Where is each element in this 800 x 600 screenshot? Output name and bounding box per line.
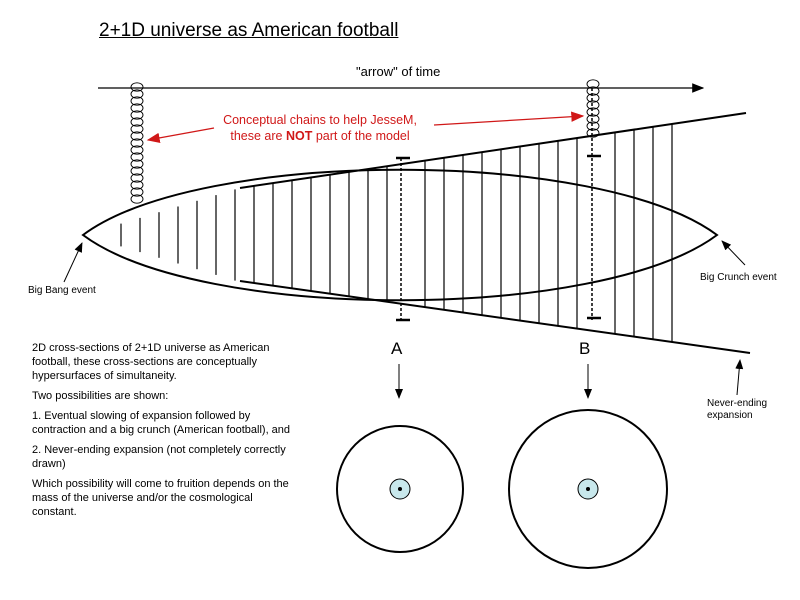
chains-arrow-right <box>433 111 585 126</box>
chain-link <box>130 173 144 183</box>
cross-section-a-circle <box>336 425 464 553</box>
big-crunch-label: Big Crunch event <box>700 272 777 283</box>
expansion-lower-line <box>239 280 751 354</box>
page-title: 2+1D universe as American football <box>99 20 399 41</box>
chain-link <box>586 86 600 96</box>
big-crunch-pointer <box>721 240 746 266</box>
chain-link <box>130 166 144 176</box>
never-ending-pointer <box>735 359 744 396</box>
chains-note: Conceptual chains to help JesseM, these … <box>190 112 450 144</box>
expansion-upper-line <box>239 112 747 189</box>
chain-link <box>586 114 600 124</box>
explanation-p5: Which possibility will come to fruition … <box>32 478 289 518</box>
chain-link <box>586 100 600 110</box>
chain-link <box>130 180 144 190</box>
chains-note-line2-pre: these are <box>230 129 286 143</box>
explanation-p2: Two possibilities are shown: <box>32 390 169 402</box>
chain-link <box>130 187 144 197</box>
chain-right <box>586 79 600 138</box>
chains-note-line1: Conceptual chains to help JesseM, <box>223 113 417 127</box>
chain-link <box>586 107 600 117</box>
chain-link <box>586 121 600 131</box>
section-ticks <box>396 154 601 322</box>
chain-link <box>586 79 600 89</box>
explanation-p1: 2D cross-sections of 2+1D universe as Am… <box>32 342 270 382</box>
chain-link <box>586 128 600 138</box>
chain-link <box>130 145 144 155</box>
cross-section-lines <box>120 124 673 342</box>
chain-link <box>130 138 144 148</box>
explanation-p3: 1. Eventual slowing of expansion followe… <box>32 410 291 436</box>
chain-link <box>130 124 144 134</box>
chain-link <box>130 194 144 204</box>
big-bang-label: Big Bang event <box>28 285 96 296</box>
time-arrow-label: "arrow" of time <box>356 64 441 79</box>
chains-arrow-left <box>146 127 215 144</box>
chain-link <box>130 152 144 162</box>
american-football-outline <box>81 168 719 302</box>
chain-link <box>130 110 144 120</box>
chain-link <box>130 82 144 92</box>
never-ending-label: Never-ending expansion <box>707 398 768 421</box>
explanation-text: 2D cross-sections of 2+1D universe as Am… <box>32 341 292 525</box>
chain-left <box>130 82 144 204</box>
section-b-label: B <box>579 339 591 358</box>
chain-link <box>130 103 144 113</box>
chain-link <box>586 93 600 103</box>
explanation-p4: 2. Never-ending expansion (not completel… <box>32 444 286 470</box>
cross-section-b-circle <box>508 409 668 569</box>
chain-link <box>130 96 144 106</box>
chain-link <box>130 131 144 141</box>
big-bang-pointer <box>63 242 83 283</box>
chain-link <box>130 159 144 169</box>
chain-link <box>130 89 144 99</box>
chain-link <box>130 117 144 127</box>
section-a-label: A <box>391 339 403 358</box>
chains-note-line2-post: part of the model <box>312 129 410 143</box>
chains-note-not: NOT <box>285 129 313 143</box>
